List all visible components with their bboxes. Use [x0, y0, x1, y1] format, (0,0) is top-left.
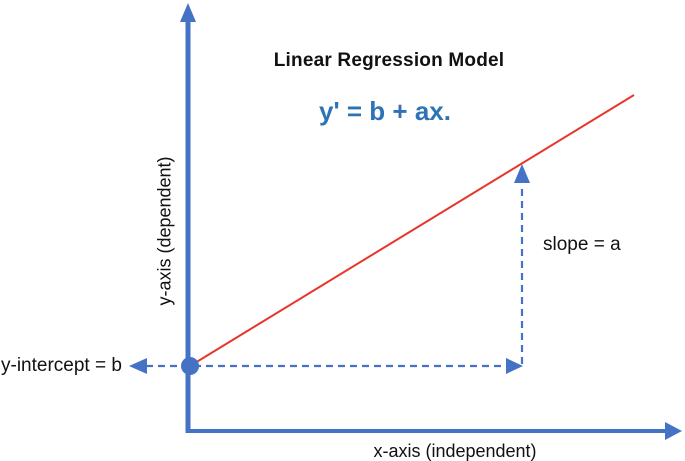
x-axis-arrowhead-icon	[665, 422, 682, 440]
y-axis-arrowhead-icon	[180, 3, 196, 22]
up-arrowhead-icon	[514, 164, 530, 183]
y-axis-label: y-axis (dependent)	[154, 156, 175, 306]
diagram-title: Linear Regression Model	[273, 50, 505, 71]
regression-line	[189, 94, 635, 367]
y-intercept-point	[181, 357, 199, 375]
regression-equation: y' = b + ax.	[319, 96, 451, 126]
y-intercept-label: y-intercept = b	[1, 355, 122, 376]
slope-label: slope = a	[543, 234, 621, 255]
x-axis-label: x-axis (independent)	[373, 441, 537, 461]
left-arrowhead-icon	[129, 358, 147, 374]
right-arrowhead-icon	[506, 358, 523, 374]
